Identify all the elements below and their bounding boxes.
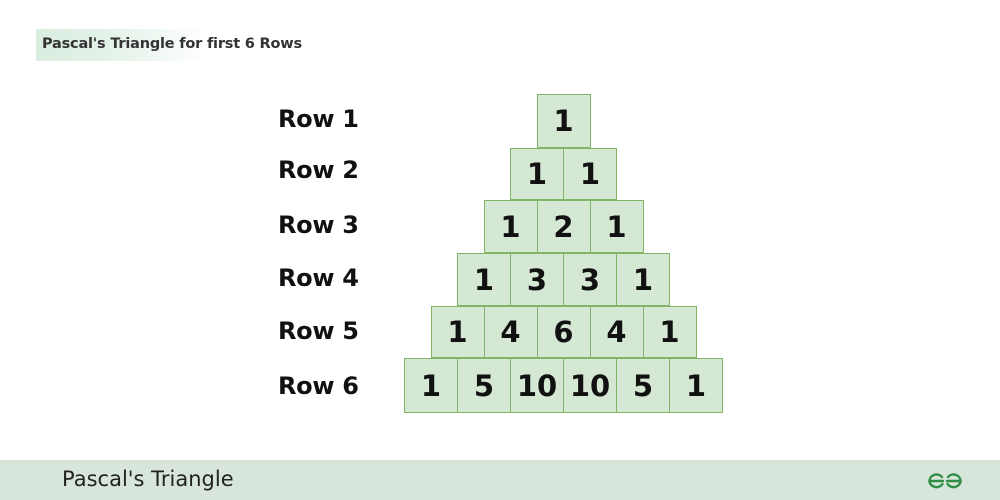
triangle-cell: 1 xyxy=(510,148,564,200)
triangle-cell: 4 xyxy=(589,306,644,358)
triangle-cell: 3 xyxy=(563,253,617,306)
diagram-title: Pascal's Triangle for first 6 Rows xyxy=(42,36,302,52)
triangle-cell: 1 xyxy=(483,200,538,253)
triangle-cell: 10 xyxy=(563,358,617,413)
triangle-cell: 5 xyxy=(457,358,511,413)
footer-title: Pascal's Triangle xyxy=(62,467,234,491)
footer-bar: Pascal's Triangle xyxy=(0,460,1000,500)
row-label: Row 2 xyxy=(278,156,359,184)
triangle-cell: 1 xyxy=(563,148,617,200)
triangle-cell: 10 xyxy=(510,358,564,413)
geeksforgeeks-logo-icon xyxy=(928,473,962,489)
triangle-cell: 2 xyxy=(536,200,591,253)
triangle-cell: 1 xyxy=(642,306,697,358)
triangle-cell: 1 xyxy=(616,253,670,306)
triangle-cell: 6 xyxy=(536,306,591,358)
row-label: Row 1 xyxy=(278,105,359,133)
title-banner xyxy=(36,29,206,61)
triangle-cell: 1 xyxy=(457,253,511,306)
triangle-cell: 1 xyxy=(430,306,485,358)
triangle-cell: 3 xyxy=(510,253,564,306)
row-label: Row 3 xyxy=(278,211,359,239)
row-label: Row 6 xyxy=(278,372,359,400)
triangle-cell: 5 xyxy=(616,358,670,413)
row-label: Row 5 xyxy=(278,317,359,345)
triangle-cell: 1 xyxy=(536,94,591,148)
triangle-cell: 1 xyxy=(669,358,723,413)
triangle-cell: 1 xyxy=(404,358,458,413)
row-label: Row 4 xyxy=(278,264,359,292)
triangle-cell: 1 xyxy=(589,200,644,253)
triangle-cell: 4 xyxy=(483,306,538,358)
